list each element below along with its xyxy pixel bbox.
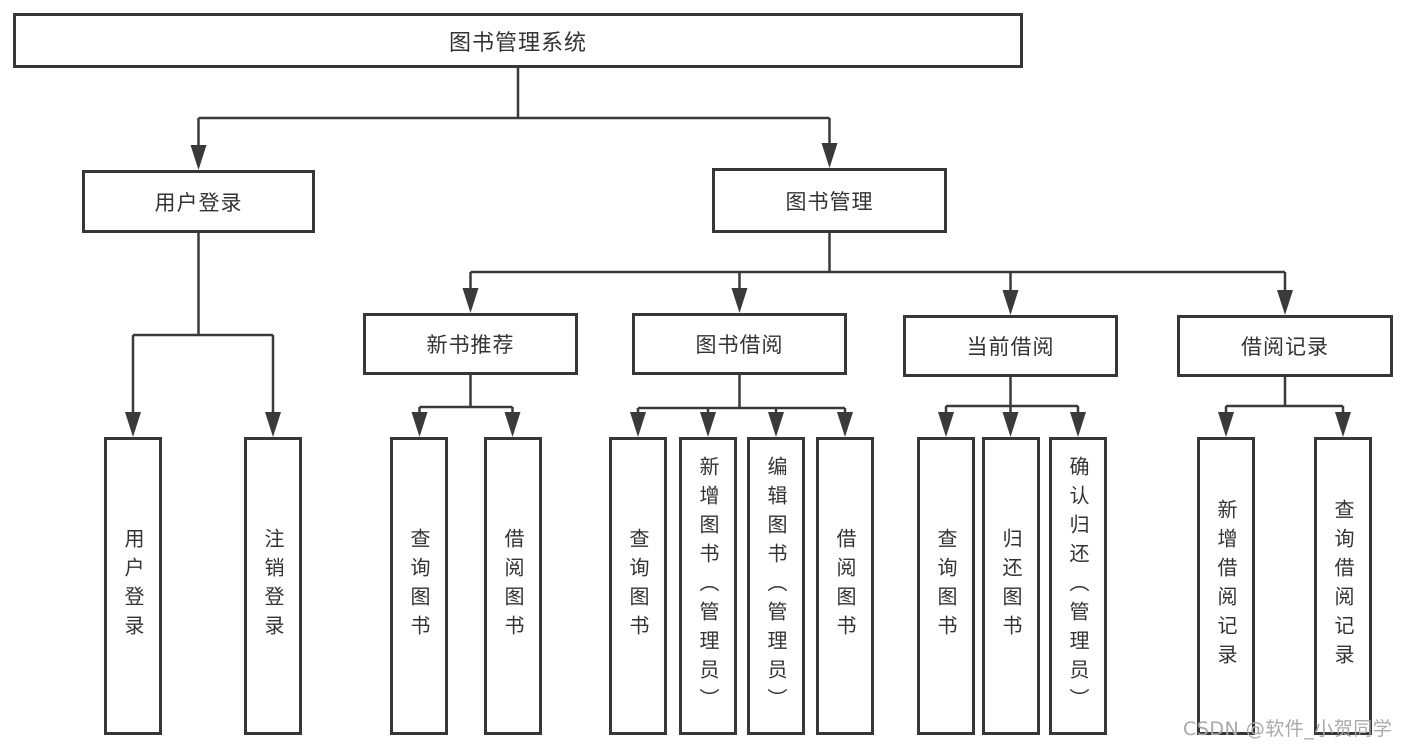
node-new-book-recommend: 新书推荐 bbox=[363, 313, 578, 375]
connector-current-borrow-to-leaves bbox=[938, 377, 1086, 437]
connector-borrow-records-to-leaves bbox=[1218, 377, 1351, 437]
connector-book-management-to-level3 bbox=[462, 233, 1293, 315]
leaf-confirm-return-admin: 确认归还（管理员） bbox=[1049, 437, 1107, 735]
leaf-edit-book-admin: 编辑图书（管理员） bbox=[747, 437, 805, 735]
leaf-query-book-current: 查询图书 bbox=[917, 437, 975, 735]
connector-book-borrow-to-leaves bbox=[630, 375, 853, 437]
connector-user-login-to-leaves bbox=[125, 233, 281, 437]
leaf-borrow-book-recommend: 借阅图书 bbox=[484, 437, 542, 735]
node-book-borrow: 图书借阅 bbox=[632, 313, 847, 375]
leaf-query-book-recommend: 查询图书 bbox=[390, 437, 448, 735]
leaf-query-book-borrow: 查询图书 bbox=[609, 437, 667, 735]
node-user-login: 用户登录 bbox=[82, 170, 315, 233]
connector-root-to-level2 bbox=[190, 68, 838, 170]
csdn-watermark: CSDN @软件_小贺同学 bbox=[1183, 718, 1393, 740]
leaf-add-book-admin: 新增图书（管理员） bbox=[679, 437, 737, 735]
leaf-query-borrow-record: 查询借阅记录 bbox=[1314, 437, 1372, 735]
leaf-logout: 注销登录 bbox=[244, 437, 302, 735]
leaf-borrow-book: 借阅图书 bbox=[816, 437, 874, 735]
leaf-add-borrow-record: 新增借阅记录 bbox=[1197, 437, 1255, 735]
leaf-user-login: 用户登录 bbox=[104, 437, 162, 735]
node-library-management-system: 图书管理系统 bbox=[13, 13, 1023, 68]
node-current-borrow: 当前借阅 bbox=[903, 315, 1118, 377]
node-borrow-records: 借阅记录 bbox=[1177, 315, 1393, 377]
leaf-return-book: 归还图书 bbox=[982, 437, 1040, 735]
node-book-management: 图书管理 bbox=[712, 168, 947, 233]
connector-new-book-to-leaves bbox=[411, 375, 521, 437]
